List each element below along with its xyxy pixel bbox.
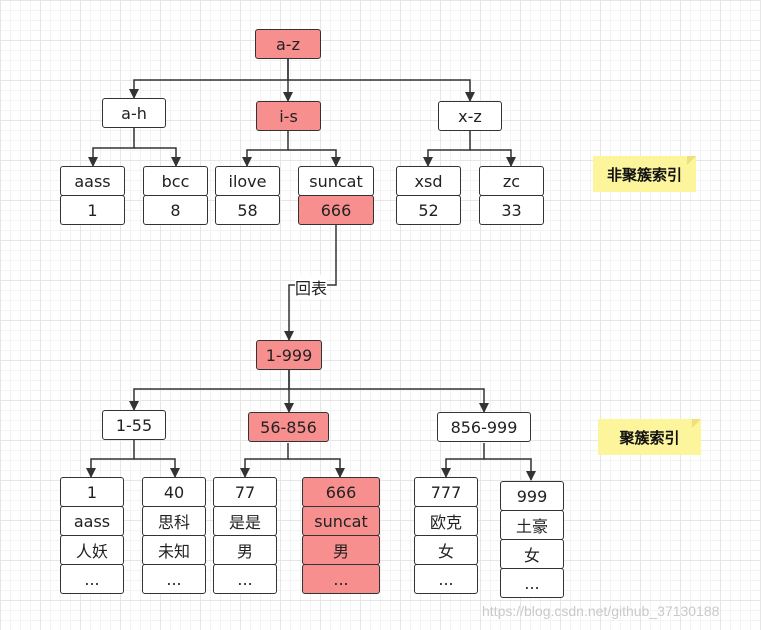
edge-root-856-999	[289, 388, 489, 413]
edge-i-s-ilove	[242, 131, 289, 167]
nc-leaf-value: 58	[215, 195, 280, 225]
c-leaf-cell: 未知	[142, 535, 206, 565]
edge-root-1-55	[129, 369, 290, 411]
c-leaf-cell: ...	[60, 564, 124, 594]
c-leaf-cell: 男	[213, 535, 277, 565]
edge-i-s-suncat	[288, 149, 341, 167]
edge-a-h-bcc	[134, 147, 181, 167]
c-leaf-cell: suncat	[302, 506, 380, 536]
edge-856-999-999	[484, 458, 536, 481]
watermark: https://blog.csdn.net/github_37130188	[482, 603, 720, 619]
c-leaf-cell: 1	[60, 477, 124, 507]
edge-1-55-1	[86, 440, 135, 478]
c-leaf-cell: 777	[414, 477, 478, 507]
c-leaf-cell: 女	[500, 539, 564, 569]
c-leaf-cell: 思科	[142, 506, 206, 536]
c-leaf-cell: 是是	[213, 506, 277, 536]
edge-root-x-z	[288, 79, 475, 102]
note-non-clustered-index: 非聚簇索引	[593, 156, 696, 192]
c-leaf-cell: aass	[60, 506, 124, 536]
c-leaf-cell: ...	[213, 564, 277, 594]
c-leaf-cell: ...	[142, 564, 206, 594]
c-root-node: 1-999	[256, 340, 322, 370]
c-leaf-cell: 土豪	[500, 510, 564, 540]
c-leaf-cell: 40	[142, 477, 206, 507]
nc-leaf-value: 8	[143, 195, 208, 225]
nc-leaf-key: zc	[479, 166, 544, 196]
nc-branch-node: x-z	[438, 101, 502, 131]
edge-x-z-xsd	[423, 131, 471, 167]
nc-leaf-key: suncat	[298, 166, 374, 196]
edge-1-55-40	[134, 458, 180, 478]
c-leaf-cell: 666	[302, 477, 380, 507]
c-leaf-cell: ...	[302, 564, 380, 594]
nc-root-node: a-z	[255, 29, 321, 59]
c-branch-node: 856-999	[437, 412, 531, 442]
c-leaf-cell: 999	[500, 481, 564, 511]
edge-x-z-zc	[470, 149, 516, 167]
c-leaf-cell: 女	[414, 535, 478, 565]
nc-leaf-key: bcc	[143, 166, 208, 196]
edge-a-h-aass	[88, 128, 135, 167]
nc-leaf-value: 666	[298, 195, 374, 225]
c-leaf-cell: 人妖	[60, 535, 124, 565]
edge-56-856-77	[240, 443, 289, 478]
edge-root-a-h	[129, 58, 289, 99]
nc-leaf-value: 33	[479, 195, 544, 225]
nc-leaf-value: 52	[396, 195, 461, 225]
nc-branch-node: a-h	[102, 98, 166, 128]
nc-branch-node: i-s	[256, 101, 321, 131]
c-leaf-cell: ...	[500, 568, 564, 598]
edge-56-856-666	[288, 458, 345, 478]
c-leaf-cell: 欧克	[414, 506, 478, 536]
c-branch-node: 1-55	[102, 410, 166, 440]
edge-label-lookup: 回表	[295, 275, 328, 299]
nc-leaf-key: aass	[60, 166, 125, 196]
nc-leaf-key: ilove	[215, 166, 280, 196]
c-leaf-cell: 男	[302, 535, 380, 565]
edge-856-999-777	[441, 443, 485, 478]
nc-leaf-value: 1	[60, 195, 125, 225]
nc-leaf-key: xsd	[396, 166, 461, 196]
c-leaf-cell: ...	[414, 564, 478, 594]
note-clustered-index: 聚簇索引	[598, 419, 701, 455]
c-branch-node: 56-856	[248, 412, 329, 442]
c-leaf-cell: 77	[213, 477, 277, 507]
